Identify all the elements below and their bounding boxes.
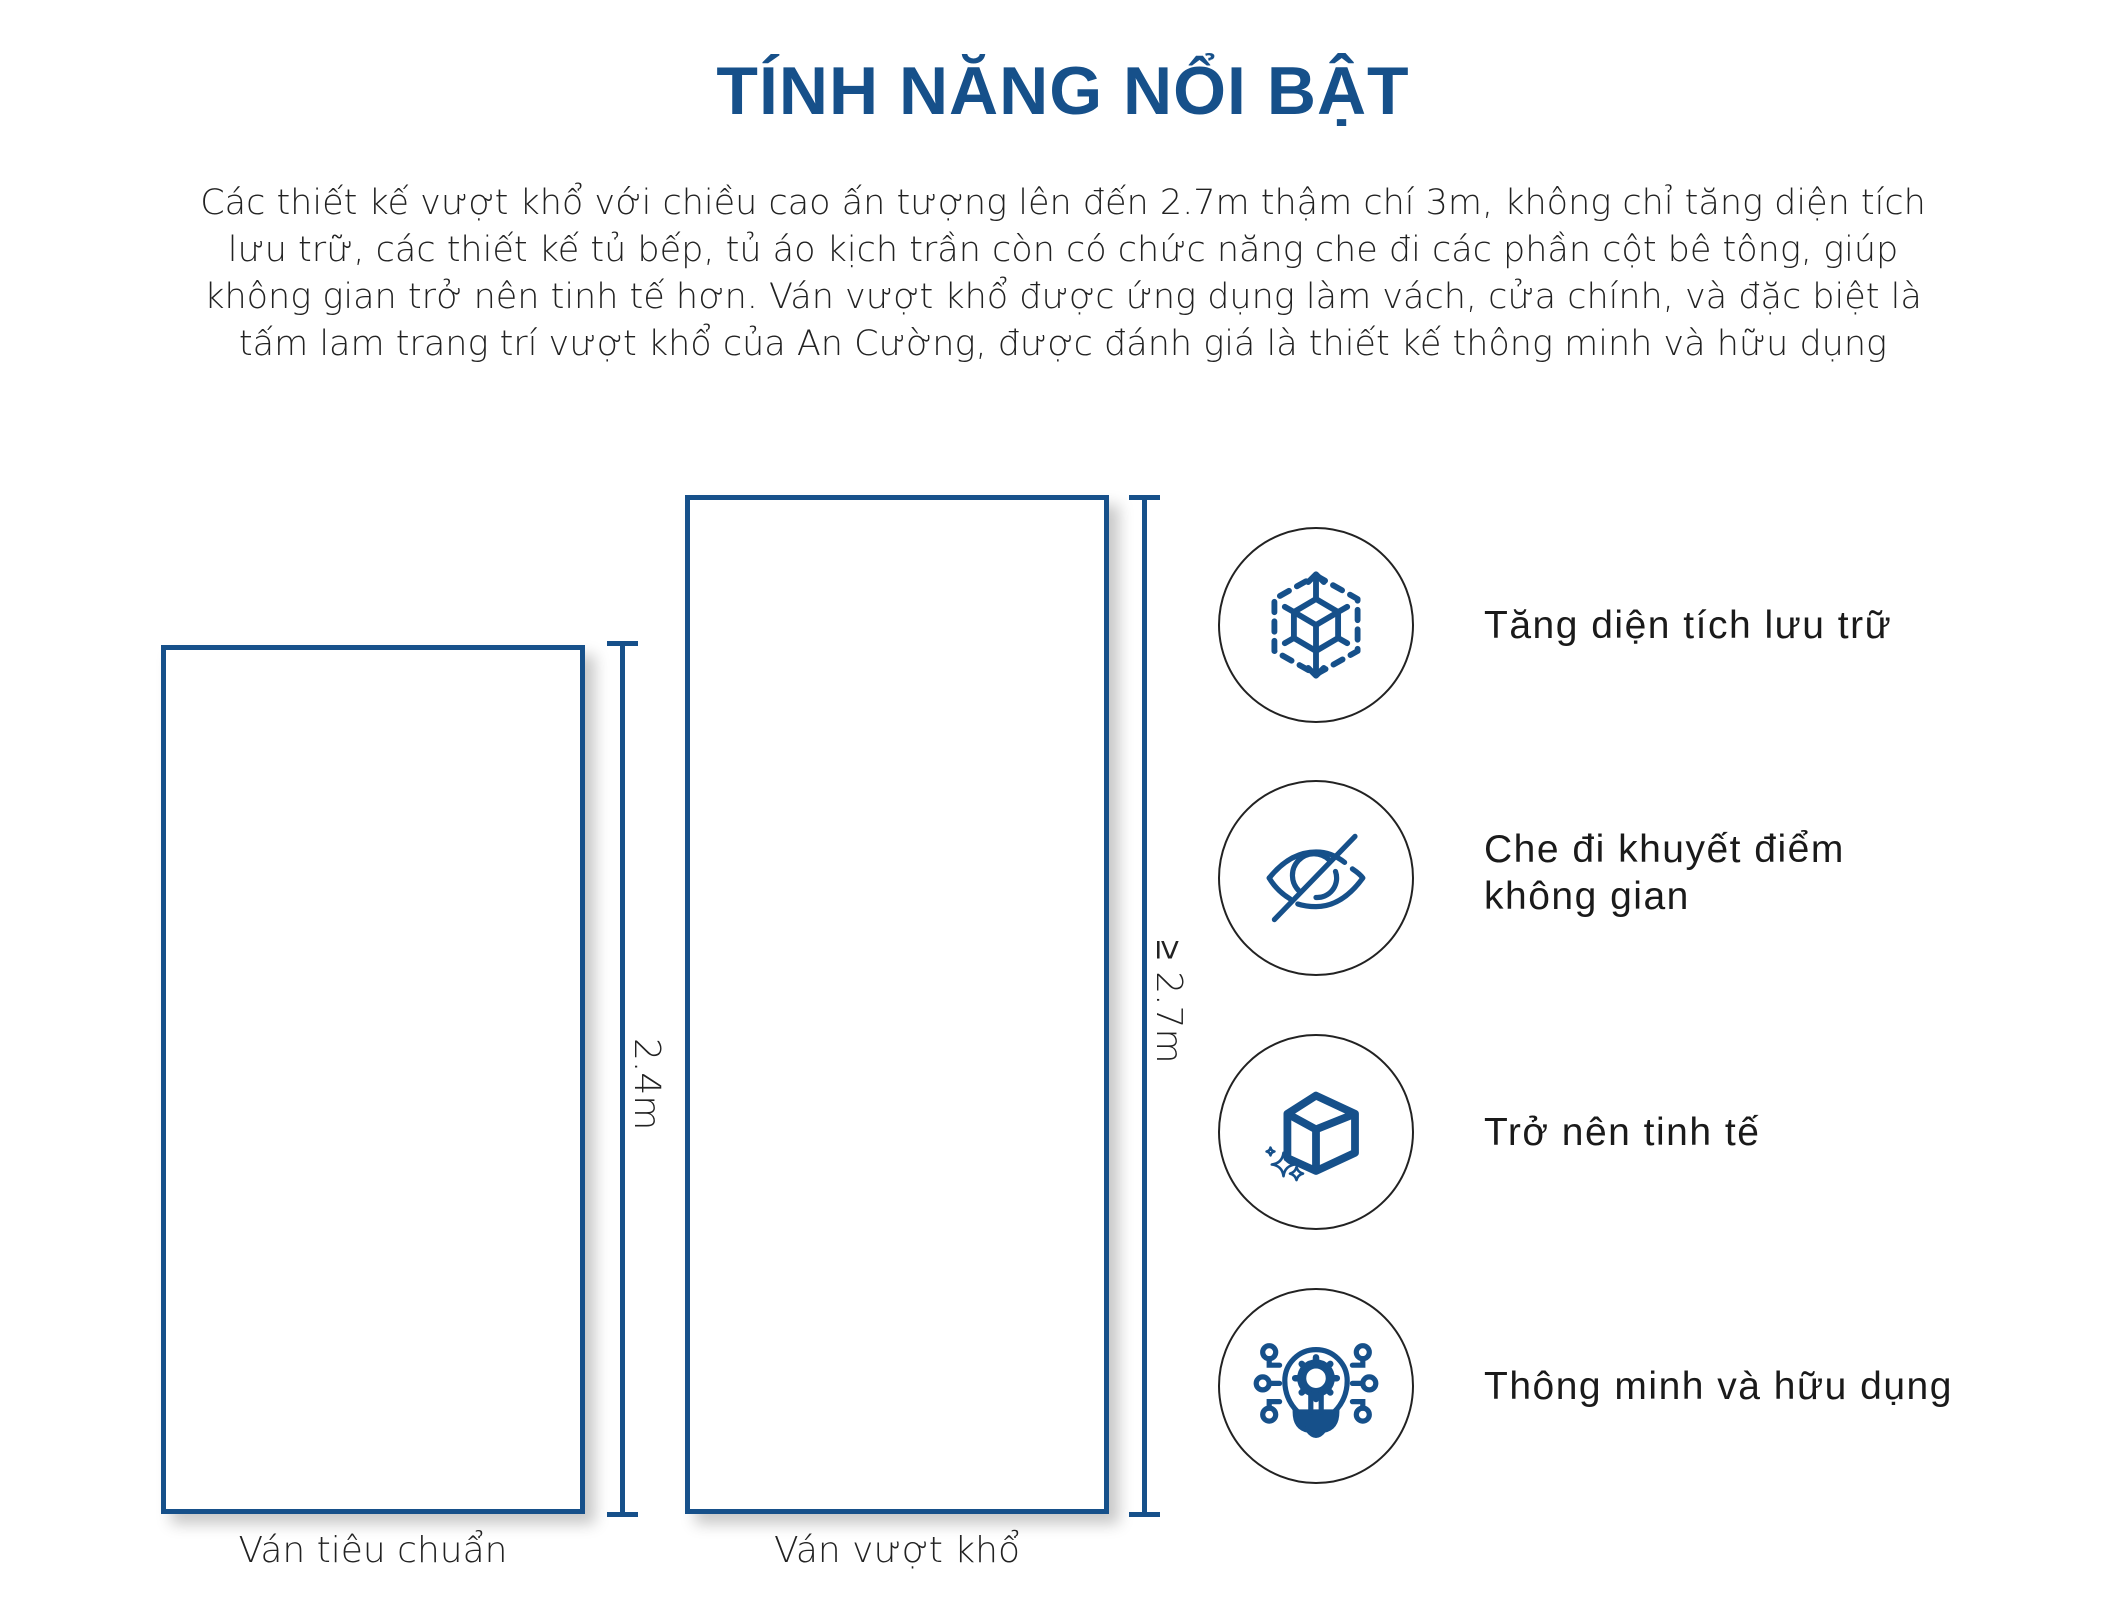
intro-line: Các thiết kế vượt khổ với chiều cao ấn t… [200, 183, 1926, 223]
standard-board-caption: Ván tiêu chuẩn [238, 1530, 508, 1571]
feature-label: Thông minh và hữu dụng [1484, 1365, 1953, 1408]
standard-height-dimension-line [607, 641, 638, 1517]
feature-refined: Trở nên tinh tế [1218, 1034, 2038, 1234]
intro-paragraph: Các thiết kế vượt khổ với chiều cao ấn t… [120, 180, 2006, 368]
feature-hide-flaws: Che đi khuyết điểm không gian [1218, 780, 2038, 980]
feature-icon-circle [1218, 527, 1414, 723]
expand-cube-icon [1271, 571, 1361, 679]
intro-line: không gian trở nên tinh tế hơn. Ván vượt… [204, 277, 1922, 317]
lightbulb-gear-icon [1253, 1343, 1379, 1438]
oversize-height-label: ≥ 2.7m [1148, 940, 1189, 1064]
oversize-height-dimension-line [1129, 495, 1160, 1517]
feature-smart: Thông minh và hữu dụng [1218, 1288, 2038, 1488]
feature-icon-circle [1218, 780, 1414, 976]
feature-label: Che đi khuyết điểm không gian [1484, 828, 1845, 918]
oversize-board-caption: Ván vượt khổ [774, 1530, 1020, 1571]
feature-label: Trở nên tinh tế [1484, 1111, 1761, 1154]
standard-board-rect [161, 645, 585, 1514]
page-title: TÍNH NĂNG NỔI BẬT [716, 53, 1410, 129]
feature-storage: Tăng diện tích lưu trữ [1218, 527, 2038, 727]
standard-height-label: 2.4m [626, 1038, 667, 1131]
eye-slash-icon [1266, 833, 1366, 923]
feature-icon-circle [1218, 1034, 1414, 1230]
intro-line: tấm lam trang trí vượt khổ của An Cường,… [238, 324, 1888, 364]
oversize-board-rect [685, 495, 1109, 1514]
feature-icon-circle [1218, 1288, 1414, 1484]
intro-line: lưu trữ, các thiết kế tủ bếp, tủ áo kịch… [227, 230, 1899, 270]
feature-label: Tăng diện tích lưu trữ [1484, 604, 1893, 647]
sparkle-cube-icon [1265, 1091, 1359, 1182]
